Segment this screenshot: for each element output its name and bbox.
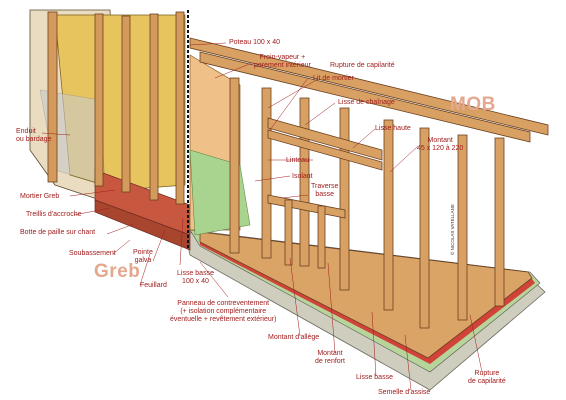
label-feuillard: Feuillard <box>140 282 167 289</box>
label-montant-renfort: Montant de renfort <box>315 350 345 365</box>
mob-sole-plate <box>199 231 533 359</box>
label-linteau: Linteau <box>286 157 309 164</box>
label-lisse-haute: Lisse haute <box>375 125 411 132</box>
mob-title: MOB <box>450 94 496 115</box>
label-traverse-basse: Traverse basse <box>311 183 339 198</box>
mob-frame <box>189 37 549 329</box>
insulation-panel <box>189 149 251 236</box>
label-montant-top: Montant 45 x 120 à 220 <box>417 137 464 152</box>
label-treillis: Treillis d'accroche <box>26 211 82 218</box>
label-montant-allege: Montant d'allège <box>268 334 320 341</box>
label-lisse-basse-mob: Lisse basse <box>356 374 393 381</box>
greb-title: Greb <box>94 261 141 282</box>
label-lisse-chainage: Lisse de chaînage <box>338 99 395 106</box>
label-enduit: Enduit ou bardage <box>16 128 52 143</box>
label-botte: Botte de paille sur chant <box>20 229 96 236</box>
label-isolant: Isolant <box>292 173 313 180</box>
leader-lines <box>41 42 483 391</box>
label-pointe-galva: Pointe galva <box>133 249 153 264</box>
illustrator-credit: © NICOLAS VATELLANE <box>450 204 455 255</box>
label-mortier-greb: Mortier Greb <box>20 193 60 200</box>
label-semelle: Semelle d'assise <box>378 389 431 396</box>
label-lisse-basse-greb: Lisse basse 100 x 40 <box>177 270 214 285</box>
label-rupture-capillarite-top: Rupture de capilarité <box>330 62 395 69</box>
label-panneau: Panneau de contreventement (+ isolation … <box>170 300 277 323</box>
label-frein-vapeur: Frein-vapeur + parement intérieur <box>254 54 311 69</box>
label-rupture-capillarite-bottom: Rupture de capilarité <box>468 370 506 385</box>
label-lit-mortier: Lit de mortier <box>313 75 354 82</box>
label-soubassement: Soubassement <box>69 250 116 257</box>
greb-posts <box>47 11 185 205</box>
label-poteau: Poteau 100 x 40 <box>229 39 280 46</box>
greb-brick-base-front <box>94 199 191 251</box>
